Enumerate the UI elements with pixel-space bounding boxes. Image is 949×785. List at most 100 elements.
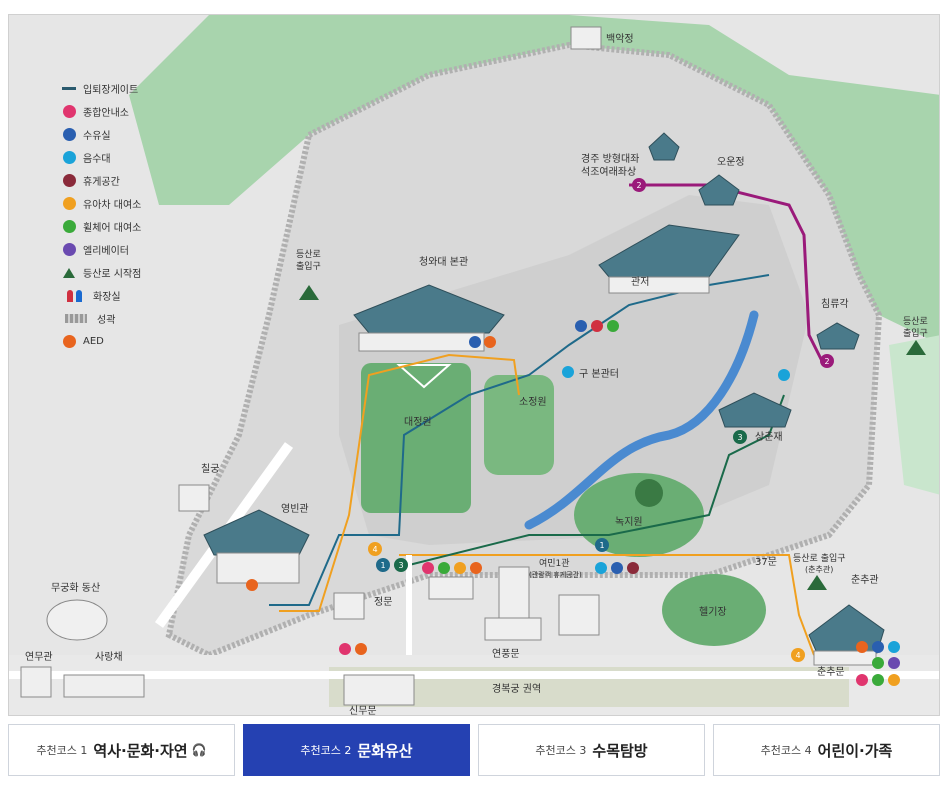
label-oun: 오운정 [717, 156, 745, 168]
label-sojeong: 소정원 [519, 396, 547, 408]
nursing-icon [61, 127, 77, 143]
tab-course-3-sub: 추천코스 3 [535, 744, 587, 757]
aed-icon [61, 334, 77, 350]
course-marker-4b[interactable]: 4 [791, 648, 805, 662]
tab-course-3[interactable]: 추천코스 3 수목탐방 [478, 724, 705, 776]
course-marker-1[interactable]: 1 [595, 538, 609, 552]
label-yeomin2: (관람객 휴게공간) [529, 570, 582, 579]
label-chunchumun: 춘추문 [817, 666, 845, 678]
legend-item-8: 등산로 시작점 [61, 261, 141, 284]
legend-label: 화장실 [93, 292, 121, 303]
legend-label: 음수대 [83, 154, 111, 165]
legend-item-2: 수유실 [61, 123, 141, 146]
wheelchair-icon [61, 219, 77, 235]
course-marker-3a[interactable]: 3 [733, 430, 747, 444]
gate-line-icon [61, 81, 77, 97]
course-marker-4a[interactable]: 4 [368, 542, 382, 556]
legend-label: AED [83, 336, 104, 347]
map-canvas: 1 1 2 2 3 3 4 4 백악정 경주 방형대좌 석조여래좌상 오운정 관… [9, 15, 939, 716]
label-mugunghwa: 무궁화 동산 [51, 582, 100, 594]
tab-course-2-sub: 추천코스 2 [300, 744, 352, 757]
label-baegak: 백악정 [606, 33, 634, 45]
info-icon [61, 104, 77, 120]
label-gyeongbok: 경복궁 권역 [492, 682, 541, 695]
legend-label: 성곽 [97, 315, 116, 326]
label-gyeongju2: 석조여래좌상 [581, 166, 636, 178]
facility-icons-jeongmun [339, 643, 367, 655]
label-trail-right2: 출입구 [903, 327, 928, 339]
label-nokji: 녹지원 [615, 516, 643, 528]
course-marker-2b[interactable]: 2 [820, 354, 834, 368]
legend-label: 휴게공간 [83, 177, 120, 188]
trailhead-icon [61, 265, 77, 281]
label-trail-chunchu2: (춘추관) [805, 564, 833, 574]
label-daejeong: 대정원 [404, 416, 432, 428]
legend-label: 유아차 대여소 [83, 200, 142, 211]
tab-course-4[interactable]: 추천코스 4 어린이·가족 [713, 724, 940, 776]
label-heli: 헬기장 [699, 606, 727, 618]
tab-course-1[interactable]: 추천코스 1 역사·문화·자연 🎧 [8, 724, 235, 776]
label-sarangchae: 사랑채 [95, 651, 123, 663]
legend-label: 등산로 시작점 [83, 269, 142, 280]
label-yeonpung: 연풍문 [492, 648, 520, 660]
legend-label: 입퇴장게이트 [83, 85, 139, 96]
label-chimryu: 침류각 [821, 298, 849, 310]
audio-guide-icon[interactable]: 🎧 [191, 743, 207, 757]
tab-course-4-title: 어린이·가족 [817, 741, 893, 760]
legend-item-7: 엘리베이터 [61, 238, 141, 261]
legend-item-11: AED [61, 330, 141, 353]
legend-label: 엘리베이터 [83, 246, 129, 257]
label-sinmu: 신무문 [349, 705, 377, 716]
label-gyeongju: 경주 방형대좌 [581, 152, 639, 165]
water-fountain-icon [778, 369, 790, 381]
tab-course-3-title: 수목탐방 [592, 741, 648, 760]
facility-icons-chunchu [856, 641, 900, 686]
label-sangchun: 상춘재 [755, 431, 783, 443]
label-gate37: 37문 [755, 556, 777, 568]
tab-course-2[interactable]: 추천코스 2 문화유산 [243, 724, 470, 776]
legend-item-10: 성곽 [61, 307, 141, 330]
label-chunchu: 춘추관 [851, 574, 879, 586]
facility-icons-gwanjeo [575, 320, 619, 332]
legend-label: 휠체어 대여소 [83, 223, 142, 234]
legend-item-9: 화장실 [61, 284, 141, 307]
svg-text:2: 2 [824, 357, 829, 366]
label-trail-right: 등산로 [903, 316, 928, 327]
label-yeongbin: 영빈관 [281, 503, 309, 515]
svg-text:3: 3 [398, 561, 403, 570]
label-trail-left: 등산로 [296, 249, 321, 260]
rest-area-icon [61, 173, 77, 189]
label-old-residence: 구 본관터 [579, 368, 619, 380]
label-gwanjeo: 관저 [631, 276, 649, 288]
svg-text:1: 1 [599, 541, 604, 550]
course-marker-3b[interactable]: 3 [394, 558, 408, 572]
legend-item-4: 휴게공간 [61, 169, 141, 192]
label-yeomin: 여민1관 [539, 557, 570, 569]
label-trail-chunchu: 등산로 출입구 [793, 552, 846, 564]
label-bonkwan: 청와대 본관 [419, 256, 468, 268]
legend-label: 종합안내소 [83, 108, 129, 119]
svg-text:1: 1 [380, 561, 385, 570]
course-marker-1b[interactable]: 1 [376, 558, 390, 572]
svg-text:4: 4 [372, 545, 377, 554]
label-trail-left2: 출입구 [296, 260, 321, 272]
label-chilgung: 칠궁 [201, 463, 219, 475]
label-yeomugwan: 연무관 [25, 651, 53, 663]
restroom-icon [61, 288, 87, 304]
svg-text:3: 3 [737, 433, 742, 442]
map-area[interactable]: 1 1 2 2 3 3 4 4 백악정 경주 방형대좌 석조여래좌상 오운정 관… [8, 14, 940, 716]
legend-item-0: 입퇴장게이트 [61, 77, 141, 100]
course-marker-2a[interactable]: 2 [632, 178, 646, 192]
svg-text:2: 2 [636, 181, 641, 190]
legend-item-1: 종합안내소 [61, 100, 141, 123]
facility-icons-yeomin [422, 562, 639, 574]
aed-icon [246, 579, 258, 591]
tab-course-4-sub: 추천코스 4 [760, 744, 812, 757]
legend-item-6: 휠체어 대여소 [61, 215, 141, 238]
elevator-icon [61, 242, 77, 258]
legend-item-3: 음수대 [61, 146, 141, 169]
course-tabs: 추천코스 1 역사·문화·자연 🎧 추천코스 2 문화유산 추천코스 3 수목탐… [8, 724, 940, 776]
label-jeongmun: 정문 [374, 596, 392, 608]
legend-item-5: 유아차 대여소 [61, 192, 141, 215]
